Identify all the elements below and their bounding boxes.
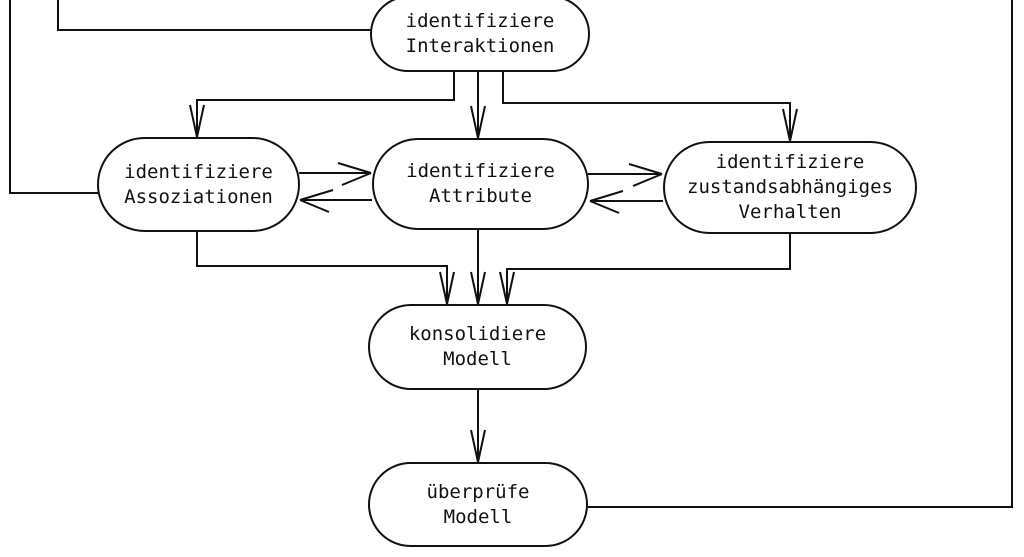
edge-interaktionen-to-verhalten [502, 72, 798, 142]
node-label-line: identifiziere [715, 151, 865, 173]
node-label-line: Assoziationen [124, 185, 273, 208]
node-label-line: Modell [443, 348, 512, 370]
edge-offscreen-top-to-interaktionen [57, 0, 372, 31]
edge-verhalten-to-attribute [589, 190, 663, 214]
node-konsolidiere-modell: konsolidiere Modell [368, 304, 587, 390]
node-label-line: identifiziere [124, 160, 273, 183]
edge-attribute-to-verhalten [588, 163, 663, 187]
node-identifiziere-attribute: identifiziere Attribute [372, 138, 589, 230]
edge-attribute-to-konsolidiere [470, 230, 486, 305]
edge-interaktionen-to-attribute [470, 72, 486, 139]
node-identifiziere-zustandsabhaengiges-verhalten: identifiziere zustandsabhängiges Verhalt… [663, 141, 917, 234]
edge-assoziationen-to-konsolidiere [196, 232, 455, 305]
node-identifiziere-assoziationen: identifiziere Assoziationen [97, 137, 300, 232]
node-label-line: Modell [443, 505, 513, 528]
node-label-line: identifiziere [406, 160, 555, 182]
edge-attribute-to-assoziationen [299, 189, 372, 213]
node-identifiziere-interaktionen: identifiziere Interaktionen [370, 0, 590, 72]
edge-assoziationen-to-attribute [299, 162, 372, 186]
node-label-line: konsolidiere [408, 323, 547, 345]
node-label-line: Attribute [429, 185, 532, 207]
edge-verhalten-to-konsolidiere [499, 233, 791, 305]
edge-interaktionen-to-assoziationen [189, 72, 455, 138]
edge-ueberpruefe-to-offscreen-top [586, 0, 1013, 508]
node-label-line: Verhalten [738, 201, 842, 223]
edge-offscreen-top-to-assoziationen [9, 0, 100, 194]
node-ueberpruefe-modell: überprüfe Modell [368, 462, 588, 547]
node-label-line: identifiziere [405, 10, 555, 32]
edge-konsolidiere-to-ueberpruefe [470, 390, 486, 463]
node-label-line: zustandsabhängiges [687, 176, 893, 198]
node-label-line: Interaktionen [405, 35, 555, 57]
node-label-line: überprüfe [426, 480, 530, 503]
